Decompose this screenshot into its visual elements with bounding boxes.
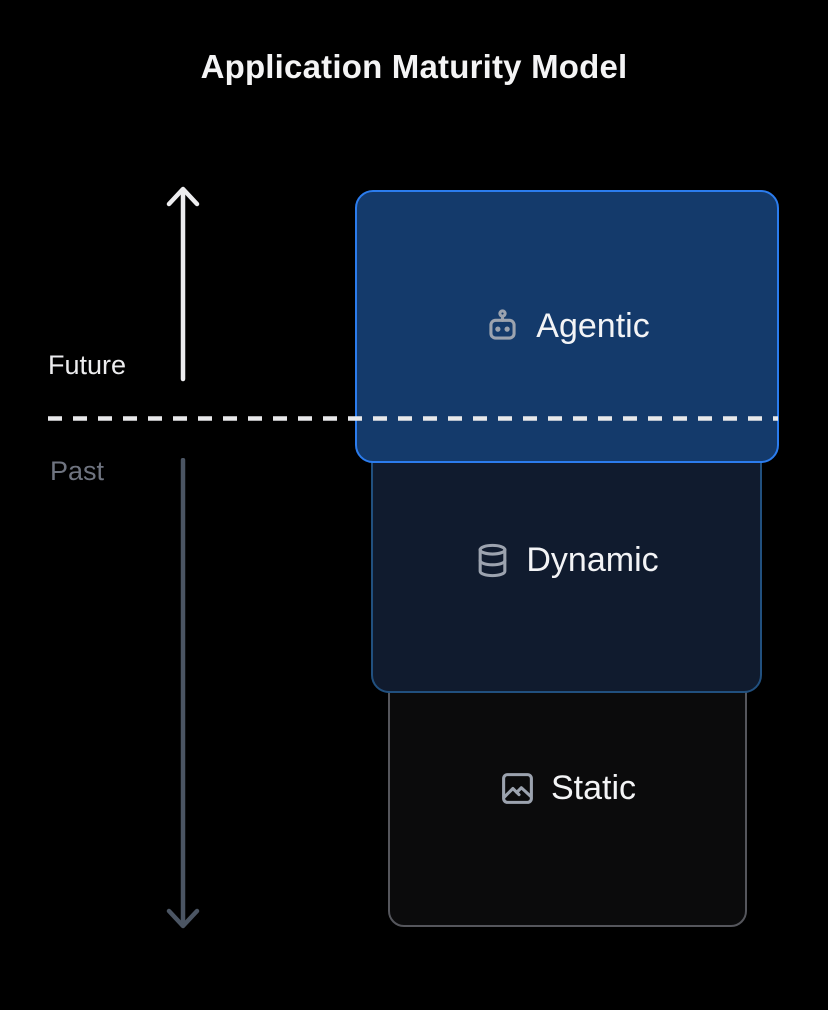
database-icon [474, 542, 511, 579]
stage-label-static: Static [550, 769, 637, 807]
image-icon [499, 770, 536, 807]
page-title: Application Maturity Model [200, 48, 628, 85]
stage-label-dynamic: Dynamic [526, 540, 659, 579]
stage-card-dynamic[interactable]: Dynamic [371, 427, 762, 693]
past-arrow-icon [166, 458, 200, 929]
past-label: Past [50, 456, 105, 486]
stage-card-static[interactable]: Static [388, 650, 747, 927]
bot-icon [484, 308, 521, 345]
future-arrow-icon [166, 186, 200, 382]
timeline-divider-dashed-line [48, 416, 778, 421]
future-label: Future [48, 350, 127, 380]
stage-label-agentic: Agentic [536, 307, 650, 345]
